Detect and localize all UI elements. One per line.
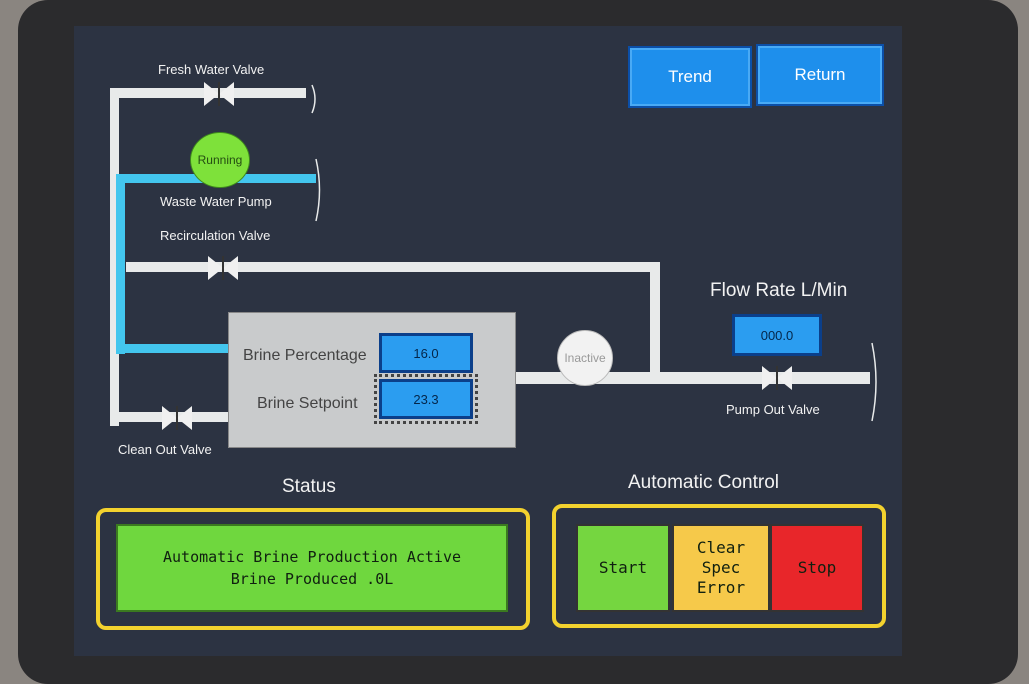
recirculation-riser-pipe [650,262,660,382]
recirculation-valve-icon[interactable] [208,256,238,280]
clear-spec-error-line-3: Error [696,578,746,597]
pipe-end-bracket [315,158,321,222]
status-line-1: Automatic Brine Production Active [162,548,461,566]
flow-rate-title: Flow Rate L/Min [710,280,848,301]
trend-button[interactable]: Trend [628,46,752,108]
return-button[interactable]: Return [756,44,884,106]
pump-out-valve-label: Pump Out Valve [726,402,820,417]
fresh-water-valve-icon[interactable] [204,82,234,106]
flow-rate-value: 000.0 [732,314,822,356]
waste-water-pump-label: Waste Water Pump [160,194,272,209]
outlet-pump-indicator[interactable]: Inactive [557,330,613,386]
hmi-screen: Trend Return Fresh Water Valve Waste Wat… [74,26,902,656]
pipe-end-bracket [871,342,877,422]
brine-percentage-label: Brine Percentage [243,347,367,364]
main-return-pipe [110,88,119,426]
clean-out-valve-icon[interactable] [162,406,192,430]
recirculation-valve-label: Recirculation Valve [160,228,271,243]
brine-setpoint-label: Brine Setpoint [257,395,358,412]
brine-panel: Brine Percentage Brine Setpoint 16.0 23.… [228,312,516,448]
status-line-2: Brine Produced .0L [230,570,394,588]
recirculation-pipe [126,262,660,272]
brine-percentage-value: 16.0 [379,333,473,373]
waste-water-pump-indicator[interactable]: Running [190,132,250,188]
stop-button[interactable]: Stop [770,524,864,612]
brine-feed-pipe [116,344,228,353]
fresh-water-valve-label: Fresh Water Valve [158,62,265,77]
clear-spec-error-line-1: Clear [696,538,746,557]
status-frame [96,508,530,630]
clear-spec-error-line-2: Spec [701,558,741,577]
clean-out-valve-label: Clean Out Valve [118,442,212,457]
brine-setpoint-input[interactable]: 23.3 [374,374,478,424]
start-button[interactable]: Start [576,524,670,612]
pipe-end-bracket [311,84,316,114]
control-frame [552,504,886,628]
status-display: Automatic Brine Production Active Brine … [116,524,508,612]
clear-spec-error-button[interactable]: Clear Spec Error [672,524,770,612]
automatic-control-title: Automatic Control [628,472,780,493]
waste-riser-pipe [116,174,125,354]
status-title: Status [282,476,336,497]
pump-out-valve-icon[interactable] [762,366,792,390]
